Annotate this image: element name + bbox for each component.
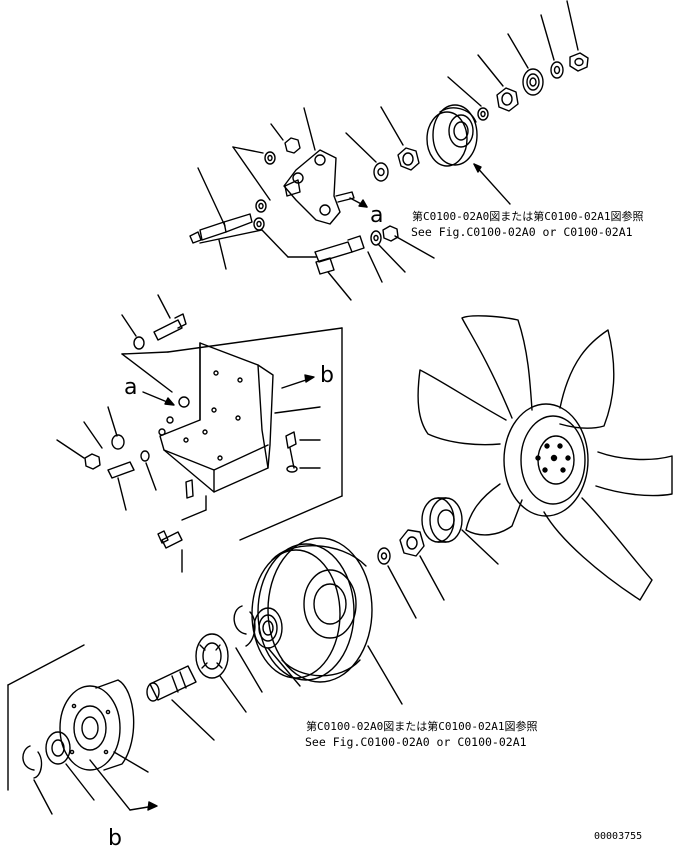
fan-blade: [418, 370, 506, 445]
marker-a-top: a: [370, 203, 383, 228]
fan-spacer-hub: [422, 498, 462, 542]
upper-reference-jp: 第C0100-02A0図または第C0100-02A1図参照: [412, 209, 643, 223]
drawing-number: 00003755: [594, 831, 642, 842]
small-washer: [478, 108, 488, 120]
long-bolt: [315, 242, 352, 262]
fan-blade: [560, 330, 614, 428]
hub-nut: [46, 732, 70, 764]
washer: [551, 62, 563, 78]
tensioner-arm: [284, 150, 340, 224]
fan-blade: [462, 316, 532, 418]
tensioner-arm-group: [190, 108, 434, 300]
marker-a-left: a: [124, 375, 137, 400]
fan-blade: [544, 498, 652, 600]
hex-spacer: [400, 530, 424, 556]
crank-pulley: [252, 538, 402, 704]
fan-bracket-group: [57, 295, 342, 572]
shaft-assembly-group: [8, 606, 300, 814]
cooling-fan: [418, 316, 672, 600]
marker-b-right: b: [320, 363, 334, 388]
end-snap-ring: [23, 746, 42, 778]
lower-reference-en: See Fig.C0100-02A0 or C0100-02A1: [305, 735, 527, 749]
spacer-nut: [497, 88, 518, 111]
ball-bearing: [196, 634, 228, 678]
idler-pulley: [427, 105, 477, 166]
hex-nut: [570, 53, 588, 71]
fan-hub: [504, 404, 588, 516]
plain-washer: [378, 548, 390, 564]
fan-blade: [596, 452, 672, 496]
drive-shaft: [147, 666, 196, 701]
top-idler-pulley-group: [346, 1, 588, 204]
bearing-housing: [60, 680, 134, 770]
fan-drive-group: [378, 498, 498, 618]
fan-blade: [466, 484, 522, 535]
upper-reference-en: See Fig.C0100-02A0 or C0100-02A1: [411, 225, 633, 239]
pulley-nut: [398, 148, 419, 170]
lower-reference-jp: 第C0100-02A0図または第C0100-02A1図参照: [306, 719, 537, 733]
pulley-washer: [374, 163, 388, 181]
marker-b-bottom: b: [108, 826, 122, 847]
snap-ring: [234, 606, 255, 646]
bearing: [523, 69, 543, 95]
